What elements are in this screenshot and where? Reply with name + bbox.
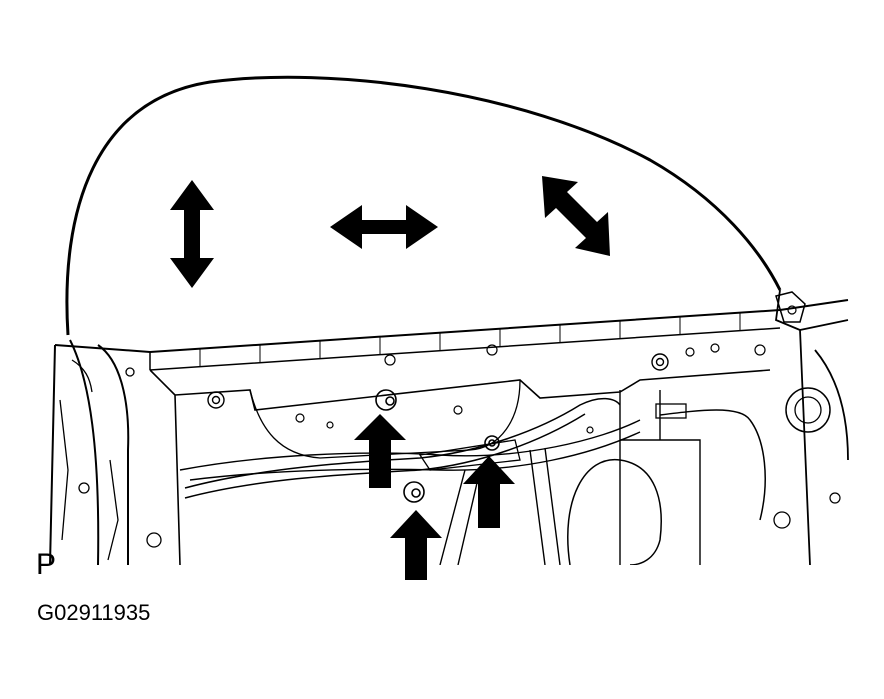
double-arrow-horizontal-icon [330,205,438,249]
panel-hole [295,413,305,423]
belt-line-inner [149,327,781,371]
frame-hole [78,482,90,494]
wire-harness [567,458,662,566]
bolt-pointer-arrow-icon [463,456,515,528]
regulator-channel [439,447,561,566]
bolt-pointer-arrow-icon [354,414,406,488]
door-frame-right [775,289,849,566]
wire-connector [655,403,687,419]
panel-hole [586,426,594,434]
wire-harness [659,409,766,521]
glass-bolt [484,435,500,451]
double-arrow-vertical-icon [170,180,214,288]
inner-panel-outline [149,369,771,566]
regulator-cable [184,397,621,489]
figure-id-label: G02911935 [37,600,151,625]
door-glass-outline [65,75,782,336]
frame-hole [146,532,162,548]
glass-bolt [375,389,397,411]
panel-hole [685,347,695,357]
panel-hole [754,344,766,356]
bolt-pointer-arrow-icon [390,510,442,580]
speaker-opening-inner [794,396,822,424]
regulator-cable [184,413,586,499]
panel-bolt [207,353,669,409]
door-frame-left [49,339,130,566]
double-arrow-diagonal-icon [542,176,610,256]
speaker-opening [785,387,831,433]
belt-line-ticks [199,313,741,366]
glass-bolt [403,481,425,503]
door-frame-left-detail [59,359,119,561]
frame-hole [829,492,841,504]
regulator-bracket [418,439,521,471]
panel-hole [710,343,720,353]
inner-panel-recess [249,379,521,459]
view-marker-label: P [36,548,57,581]
frame-hole [773,511,791,529]
glass-run-bracket [775,291,806,323]
panel-hole [486,344,498,356]
panel-hole [453,405,463,415]
panel-hole [384,354,396,366]
frame-hole [125,367,135,377]
panel-hole [326,421,334,429]
bracket-hole [787,305,797,315]
belt-line [54,299,849,354]
